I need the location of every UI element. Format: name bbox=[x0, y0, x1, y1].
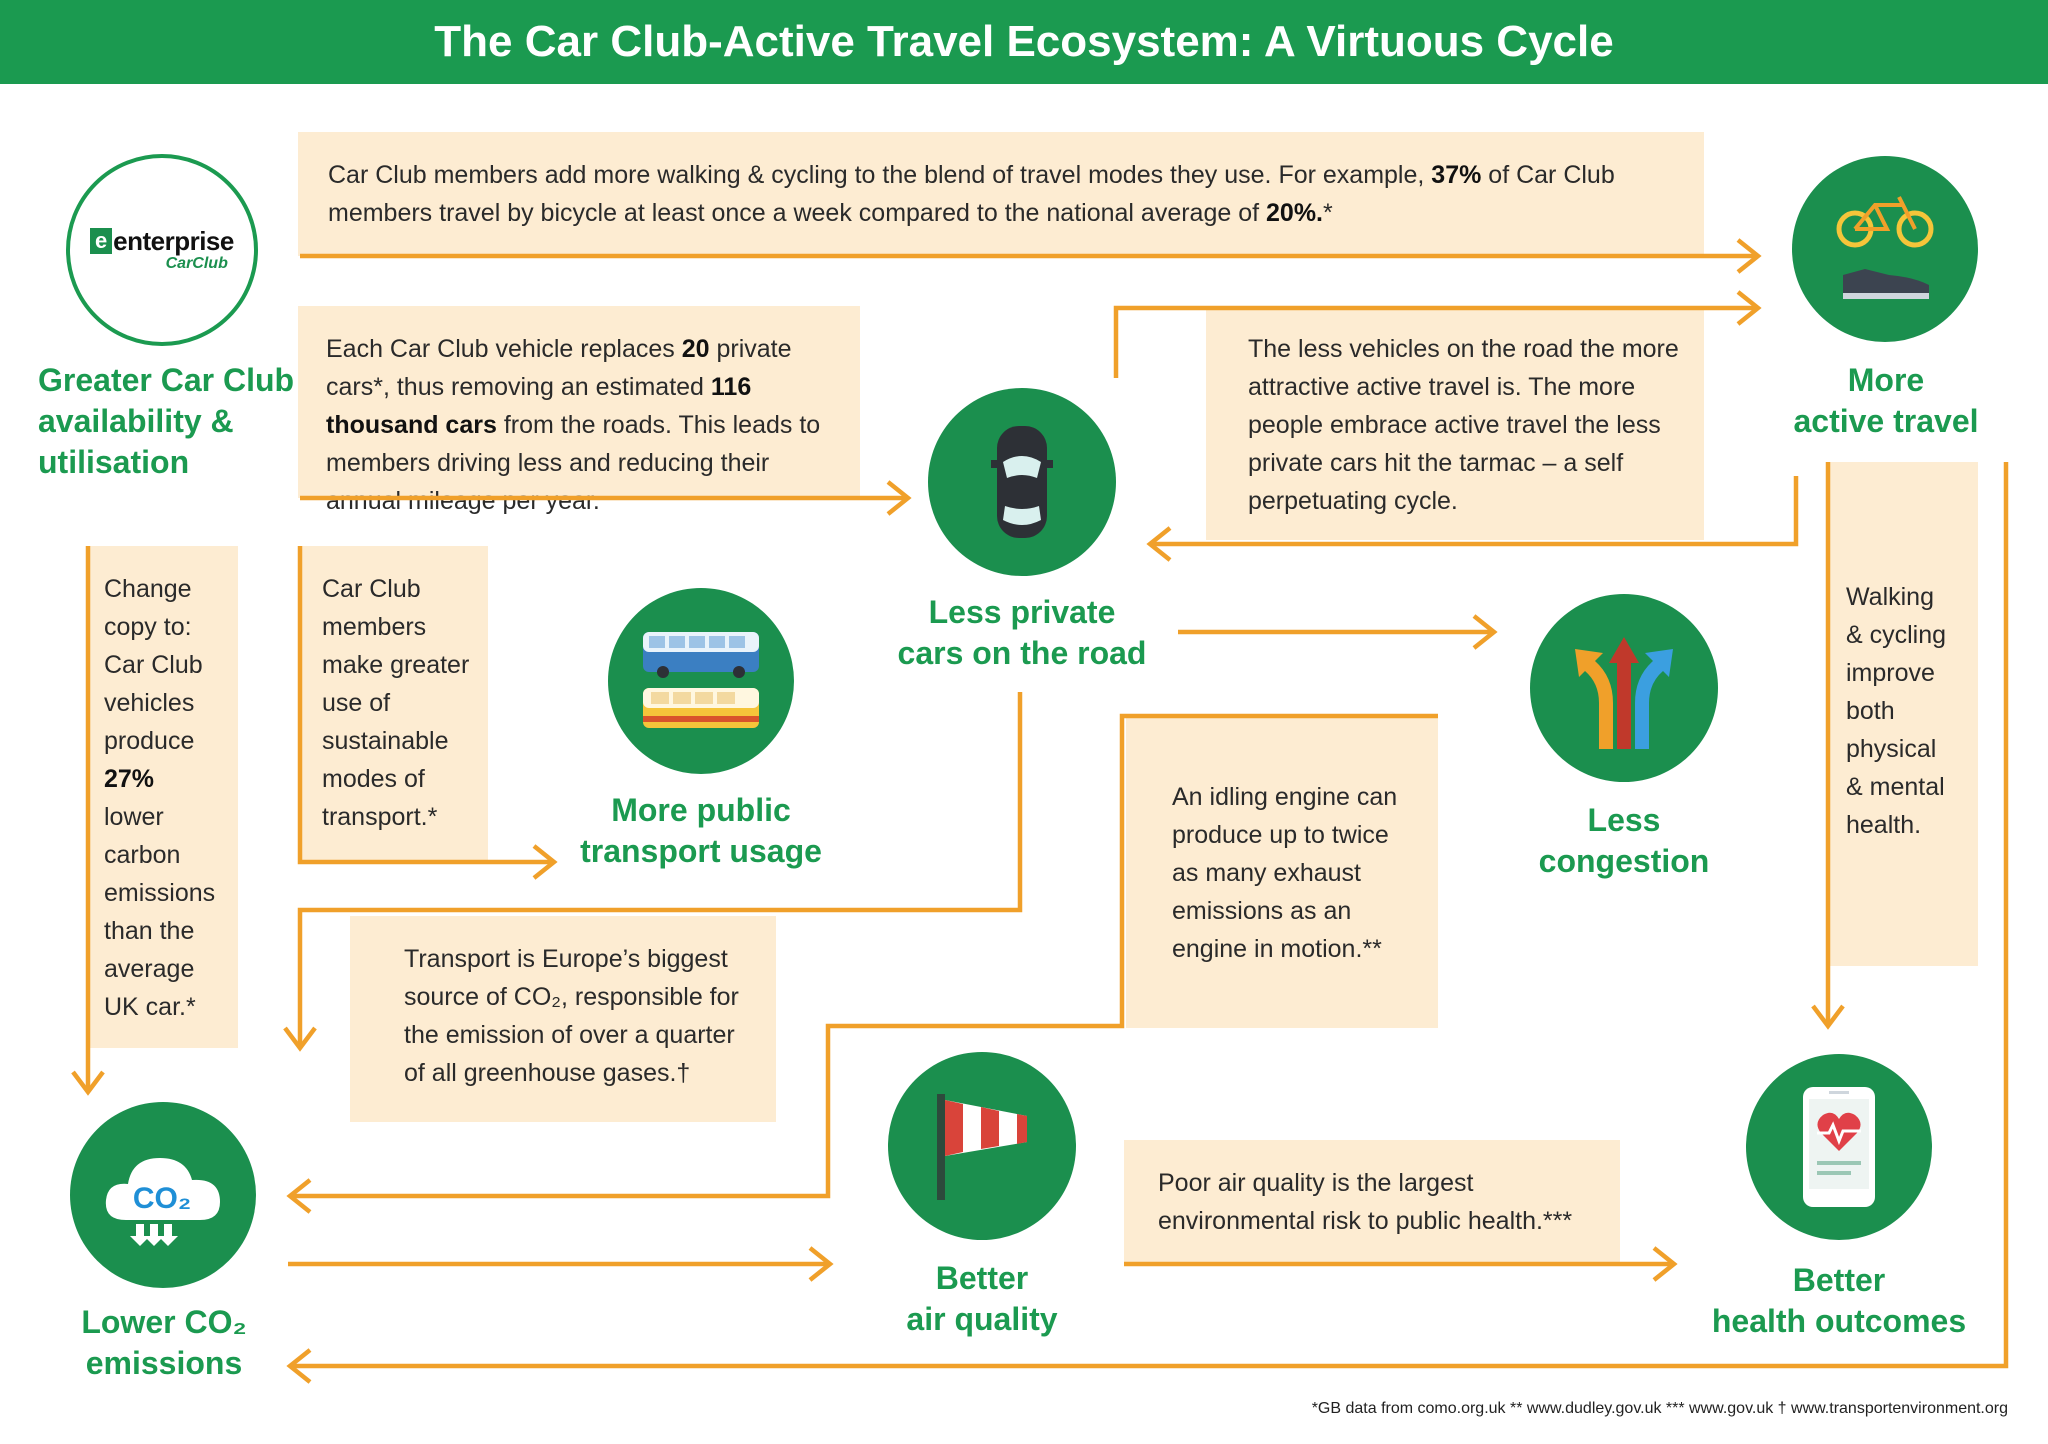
arrowhead bbox=[286, 1348, 312, 1384]
header-banner: The Car Club-Active Travel Ecosystem: A … bbox=[0, 0, 2048, 84]
arrowhead bbox=[1146, 526, 1172, 562]
less-congestion-circle bbox=[1530, 594, 1718, 782]
box-walking-health: Walking & cycling improve both physical … bbox=[1826, 462, 1978, 966]
footer-sources: *GB data from como.org.uk ** www.dudley.… bbox=[1311, 1400, 2008, 1417]
less-cars-circle bbox=[928, 388, 1116, 576]
air-quality-circle bbox=[888, 1052, 1076, 1240]
page-title: The Car Club-Active Travel Ecosystem: A … bbox=[434, 17, 1614, 66]
enterprise-e-icon: e bbox=[90, 228, 113, 254]
arrowhead bbox=[1472, 614, 1498, 650]
bicycle-and-shoe-icon bbox=[1836, 196, 1934, 299]
label-car-club: Greater Car Club availability & utilisat… bbox=[38, 362, 295, 480]
arrowhead bbox=[1736, 238, 1762, 274]
enterprise-car-club-logo: e enterprise CarClub bbox=[66, 154, 258, 346]
arrow-to-public-transport bbox=[297, 546, 552, 865]
logo-word: enterprise bbox=[113, 226, 234, 256]
box-active-travel-stat: Car Club members add more walking & cycl… bbox=[298, 132, 1704, 256]
box-change-copy: Change copy to: Car Club vehicles produc… bbox=[86, 546, 238, 1048]
box-transport-europe: Transport is Europe’s biggest source of … bbox=[350, 916, 776, 1122]
label-air-quality: Better air quality bbox=[906, 1260, 1058, 1337]
box-self-perpetuating-cycle: The less vehicles on the road the more a… bbox=[1206, 306, 1704, 540]
logo-sub: CarClub bbox=[165, 255, 228, 272]
box-air-quality-risk: Poor air quality is the largest environm… bbox=[1124, 1140, 1620, 1264]
arrowhead bbox=[283, 1026, 317, 1052]
arrow-less-cars-down bbox=[297, 692, 1023, 1046]
co2-cloud-icon: CO₂ bbox=[105, 1158, 220, 1246]
box-members-sustainable: Car Club members make greater use of sus… bbox=[300, 546, 488, 860]
car-top-view-icon bbox=[991, 426, 1053, 538]
health-circle bbox=[1746, 1054, 1932, 1240]
arrow-loop-to-lower-co2 bbox=[292, 462, 2009, 1369]
arrowhead bbox=[808, 1246, 834, 1282]
phone-heart-icon bbox=[1803, 1087, 1875, 1207]
bus-and-tram-icon bbox=[643, 632, 759, 728]
arrowhead bbox=[886, 480, 912, 516]
active-travel-circle bbox=[1792, 156, 1978, 342]
windsock-icon bbox=[937, 1094, 1027, 1200]
label-lower-co2: Lower CO₂ emissions bbox=[81, 1304, 247, 1381]
co2-icon-text: CO₂ bbox=[133, 1182, 191, 1215]
diverging-arrows-icon bbox=[1575, 637, 1673, 749]
arrow-less-cars-to-active-travel bbox=[1113, 305, 1756, 378]
arrowhead bbox=[532, 844, 558, 880]
arrow-idling-to-co2 bbox=[292, 713, 1438, 1199]
label-less-congestion: Less congestion bbox=[1538, 802, 1710, 879]
public-transport-circle bbox=[608, 588, 794, 774]
arrowhead bbox=[1811, 1004, 1845, 1030]
label-health: Better health outcomes bbox=[1711, 1262, 1967, 1339]
label-public-transport: More public transport usage bbox=[580, 792, 822, 869]
label-less-cars: Less private cars on the road bbox=[897, 594, 1147, 671]
label-active-travel: More active travel bbox=[1793, 362, 1979, 439]
arrow-active-travel-to-less-cars bbox=[1152, 476, 1799, 547]
arrowhead bbox=[286, 1178, 312, 1214]
arrowhead bbox=[1736, 290, 1762, 326]
lower-co2-circle: CO₂ bbox=[70, 1102, 256, 1288]
box-idling-engine: An idling engine can produce up to twice… bbox=[1126, 716, 1438, 1028]
arrowhead bbox=[1652, 1246, 1678, 1282]
arrowhead bbox=[71, 1070, 105, 1096]
box-vehicle-replaces: Each Car Club vehicle replaces 20 privat… bbox=[298, 306, 860, 515]
